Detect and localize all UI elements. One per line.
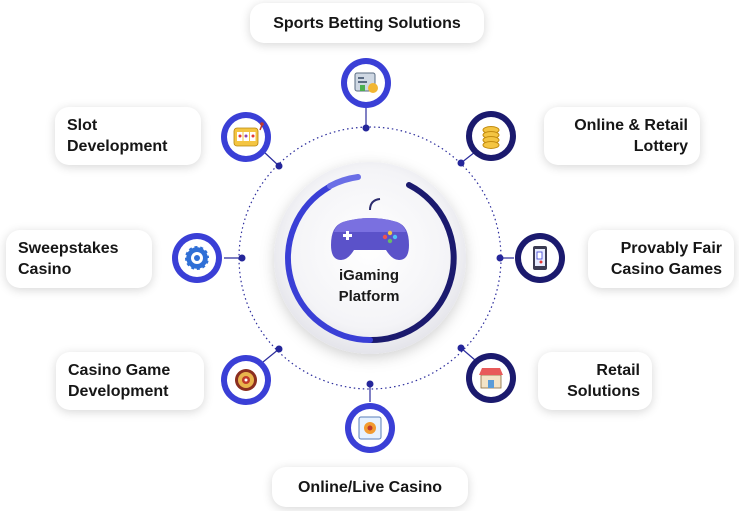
center-title-line2: Platform — [338, 288, 400, 305]
roulette-icon — [235, 369, 257, 391]
label-retail-solutions[interactable]: Retail Solutions — [538, 352, 652, 410]
label-provably-line1: Provably Fair — [620, 240, 722, 257]
label-sweepstakes-line1: Sweepstakes — [18, 240, 119, 257]
center-hub — [274, 162, 466, 354]
label-slot-line2: Development — [67, 138, 168, 155]
center-title-line1: iGaming — [338, 267, 399, 284]
label-live-line1: Online/Live Casino — [297, 478, 443, 496]
hub-arc-blue — [285, 184, 373, 343]
node-live-icon[interactable] — [345, 403, 395, 453]
label-casinogame-line1: Casino Game — [68, 362, 171, 379]
label-slot-dev[interactable]: Slot Development — [55, 107, 201, 165]
label-casino-game-dev[interactable]: Casino Game Development — [56, 352, 204, 410]
label-sports-betting[interactable]: Sports Betting Solutions — [250, 3, 484, 43]
coins-icon — [482, 126, 500, 149]
label-live-casino[interactable]: Online/Live Casino — [272, 467, 468, 507]
live-casino-icon — [358, 416, 382, 440]
game-controller-icon — [331, 198, 409, 260]
node-casinogame-icon[interactable] — [221, 355, 271, 405]
node-slot-icon[interactable] — [221, 112, 271, 162]
label-slot-line1: Slot — [67, 117, 98, 134]
node-provably-icon[interactable] — [515, 233, 565, 283]
label-casinogame-line2: Development — [68, 383, 169, 400]
sports-betting-icon — [354, 72, 378, 93]
label-sweepstakes[interactable]: Sweepstakes Casino — [6, 230, 152, 288]
orbit-dots — [238, 124, 504, 388]
node-icons — [172, 58, 565, 453]
hub-arc-light — [327, 174, 361, 189]
storefront-icon — [479, 368, 503, 389]
label-retail-line2: Solutions — [567, 383, 640, 400]
label-sports-line1: Sports Betting Solutions — [273, 14, 461, 32]
label-provably-line2: Casino Games — [610, 261, 722, 278]
node-lottery-icon[interactable] — [466, 111, 516, 161]
label-lottery-line2: Lottery — [633, 138, 688, 155]
slot-machine-icon — [233, 122, 264, 147]
center-title: iGaming Platform — [310, 265, 428, 307]
node-sweepstakes-icon[interactable] — [172, 233, 222, 283]
label-lottery[interactable]: Online & Retail Lottery — [544, 107, 700, 165]
mobile-cards-icon — [533, 246, 547, 270]
connector-lines — [224, 108, 514, 402]
poker-chip-icon — [183, 244, 211, 272]
label-provably-fair[interactable]: Provably Fair Casino Games — [588, 230, 734, 288]
hub-arc-navy — [367, 182, 457, 344]
label-retail-line1: Retail — [596, 362, 640, 379]
node-sports-icon[interactable] — [341, 58, 391, 108]
node-retail-icon[interactable] — [466, 353, 516, 403]
label-lottery-line1: Online & Retail — [574, 117, 688, 134]
label-sweepstakes-line2: Casino — [18, 261, 72, 278]
